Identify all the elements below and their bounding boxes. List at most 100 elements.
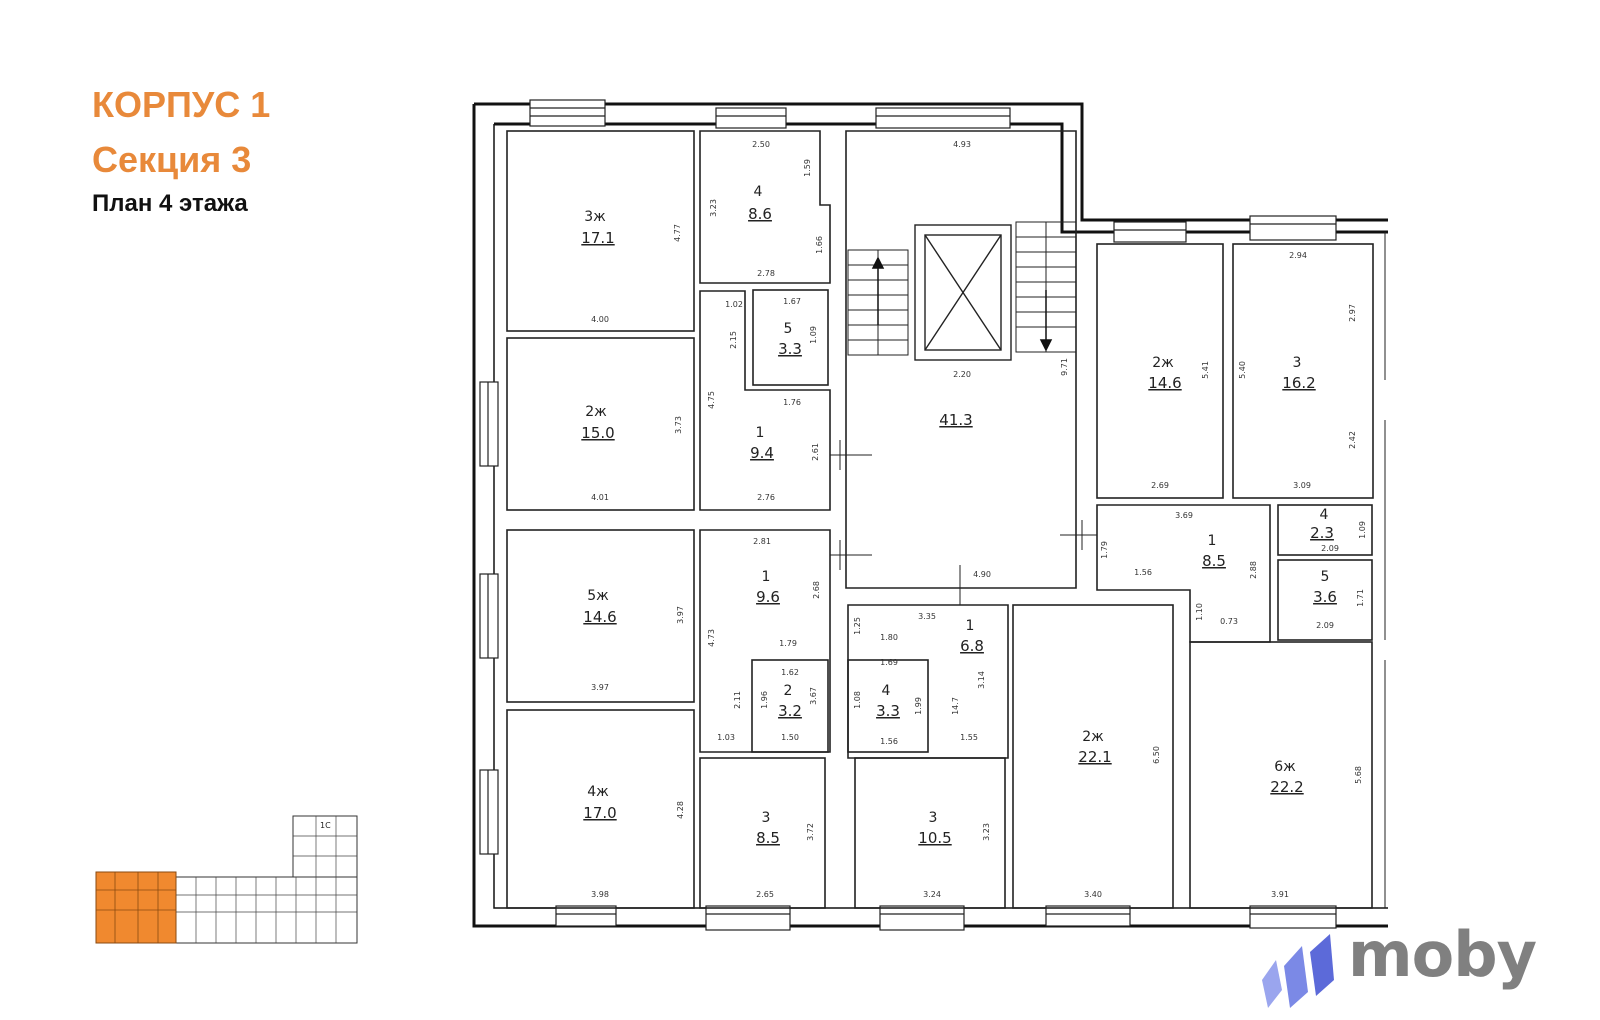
room-area: 9.6 (756, 588, 780, 606)
dimension-label: 3.73 (674, 416, 683, 434)
room-area: 3.2 (778, 702, 802, 720)
dimension-label: 1.79 (779, 639, 797, 648)
room-number: 3 (929, 810, 938, 826)
dimension-label: 4.77 (673, 224, 682, 242)
room-area: 15.0 (581, 424, 614, 442)
room-area: 14.6 (583, 608, 616, 626)
room-area: 10.5 (918, 829, 951, 847)
dimension-label: 2.65 (756, 890, 774, 899)
dimension-label: 2.78 (757, 269, 775, 278)
dimension-label: 1.56 (1134, 568, 1152, 577)
room-number: 3 (762, 810, 771, 826)
dimension-label: 3.09 (1293, 481, 1311, 490)
room-area: 9.4 (750, 444, 774, 462)
room-area: 2.3 (1310, 524, 1334, 542)
dimension-label: 4.73 (707, 629, 716, 647)
dimension-label: 1.99 (914, 697, 923, 715)
dimension-label: 2.97 (1348, 304, 1357, 322)
dimension-label: 3.91 (1271, 890, 1289, 899)
room-area: 8.5 (756, 829, 780, 847)
dimension-label: 2.09 (1321, 544, 1339, 553)
dimension-label: 3.14 (977, 671, 986, 689)
dimension-label: 14.7 (951, 697, 960, 715)
room-labels: 3ж 17.1 4 8.6 5 3.3 2ж 15.0 1 9.4 41.3 2… (581, 184, 1337, 847)
moby-logo-icon (1262, 934, 1334, 1008)
room-area: 17.1 (581, 229, 614, 247)
room-partitions (506, 130, 1374, 909)
brand-name: moby (1348, 918, 1537, 991)
dimension-label: 1.09 (809, 326, 818, 344)
dimension-label: 2.20 (953, 370, 971, 379)
dimension-label: 1.55 (960, 733, 978, 742)
room-area: 14.6 (1148, 374, 1181, 392)
room-area: 8.6 (748, 205, 772, 223)
dimension-label: 4.00 (591, 315, 609, 324)
stairs (847, 221, 1077, 356)
dimension-label: 2.68 (812, 581, 821, 599)
room-area: 3.6 (1313, 588, 1337, 606)
dimension-label: 2.09 (1316, 621, 1334, 630)
dimension-label: 2.61 (811, 443, 820, 461)
room-area: 22.1 (1078, 748, 1111, 766)
dimension-label: 6.50 (1152, 746, 1161, 764)
dimension-label: 2.42 (1348, 431, 1357, 449)
floor-plan-title: План 4 этажа (92, 190, 248, 217)
dimension-label: 1.80 (880, 633, 898, 642)
dimension-label: 1.02 (725, 300, 743, 309)
dimension-label: 1.25 (853, 617, 862, 635)
dimension-label: 1.03 (717, 733, 735, 742)
dimension-label: 2.76 (757, 493, 775, 502)
room-number: 5 (784, 321, 793, 337)
room-number: 1 (762, 569, 771, 585)
dimension-label: 3.40 (1084, 890, 1102, 899)
section-title: Секция 3 (92, 139, 252, 180)
room-number: 4 (882, 683, 891, 699)
dimension-label: 3.98 (591, 890, 609, 899)
dimension-label: 2.50 (752, 140, 770, 149)
dimension-label: 2.88 (1249, 561, 1258, 579)
dimension-label: 1.59 (803, 159, 812, 177)
dimension-label: 2.69 (1151, 481, 1169, 490)
dimension-label: 3.23 (982, 823, 991, 841)
dimension-label: 4.01 (591, 493, 609, 502)
dimension-label: 1.76 (783, 398, 801, 407)
stair-arrows (871, 256, 1053, 352)
dimension-label: 1.08 (853, 691, 862, 709)
room-area: 8.5 (1202, 552, 1226, 570)
dimension-label: 2.11 (733, 691, 742, 709)
room-number: 1 (1208, 533, 1217, 549)
room-area: 3.3 (778, 340, 802, 358)
dimension-label: 2.81 (753, 537, 771, 546)
dimension-label: 1.79 (1100, 541, 1109, 559)
room-number: 4ж (587, 784, 609, 800)
dimension-label: 4.75 (707, 391, 716, 409)
dimension-label: 0.73 (1220, 617, 1238, 626)
room-area: 22.2 (1270, 778, 1303, 796)
room-area: 16.2 (1282, 374, 1315, 392)
room-number: 5 (1321, 569, 1330, 585)
key-plan: 1С (95, 815, 358, 944)
dimension-label: 9.71 (1060, 358, 1069, 376)
key-plan-label: 1С (320, 821, 331, 830)
room-number: 5ж (587, 588, 609, 604)
dimension-label: 1.66 (815, 236, 824, 254)
room-number: 3ж (584, 209, 606, 225)
dimension-labels: 4.77 4.00 2.50 1.59 3.23 1.66 2.78 4.93 … (591, 140, 1367, 899)
dimension-label: 5.40 (1238, 361, 1247, 379)
windows (479, 99, 1337, 931)
dimension-label: 2.94 (1289, 251, 1307, 260)
room-area: 6.8 (960, 637, 984, 655)
room-area: 17.0 (583, 804, 616, 822)
dimension-label: 3.23 (709, 199, 718, 217)
dimension-label: 1.09 (1358, 521, 1367, 539)
dimension-label: 1.10 (1195, 603, 1204, 621)
room-number: 1 (756, 425, 765, 441)
room-number: 2ж (1152, 355, 1174, 371)
dimension-label: 4.93 (953, 140, 971, 149)
room-number: 1 (966, 618, 975, 634)
room-number: 3 (1293, 355, 1302, 371)
dimension-label: 2.15 (729, 331, 738, 349)
dimension-label: 4.28 (676, 801, 685, 819)
dimension-label: 1.71 (1356, 589, 1365, 607)
